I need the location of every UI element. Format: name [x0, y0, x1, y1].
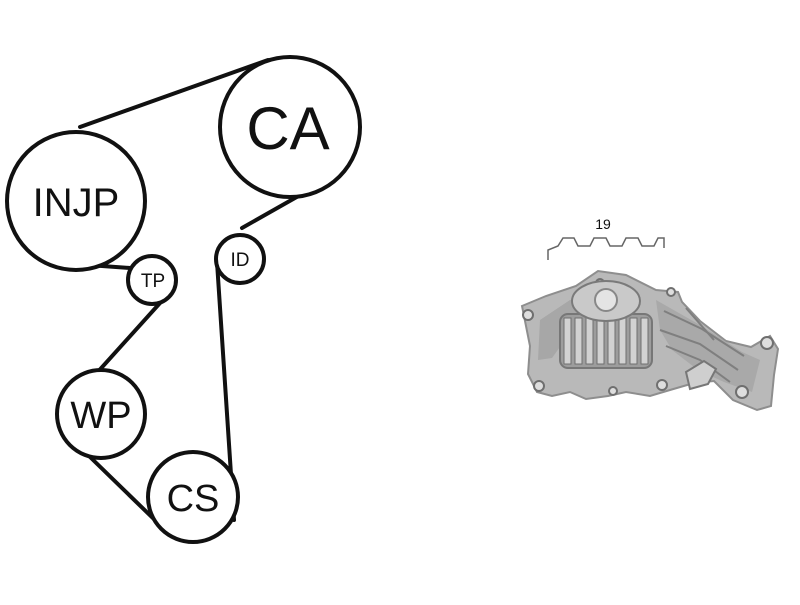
- bolt-hole: [522, 309, 534, 321]
- bolt-hole: [760, 336, 774, 350]
- pump-outlet: [684, 359, 718, 391]
- water-pump-image: [520, 269, 780, 412]
- belt-segment-tp-wp: [93, 301, 162, 377]
- belt-teeth-icon: [547, 237, 665, 260]
- pulley-label-cs: CS: [167, 478, 220, 520]
- tooth-profile-symbol: 19: [547, 216, 665, 260]
- belt-segment-injp-ca: [78, 58, 270, 129]
- bolt-hole: [533, 380, 545, 392]
- bolt-hole: [656, 379, 668, 391]
- belt-segment-wp-cs: [86, 453, 162, 527]
- pulley-label-id: ID: [231, 250, 250, 271]
- pulley-label-tp: TP: [141, 271, 165, 292]
- pump-ribs: [659, 307, 745, 383]
- bolt-hole: [666, 287, 676, 297]
- pulley-wp: WP: [55, 368, 147, 460]
- bolt-hole: [608, 386, 618, 396]
- tooth-count-label: 19: [595, 216, 611, 232]
- pulley-tp: TP: [126, 254, 178, 306]
- pulley-label-ca: CA: [246, 95, 329, 162]
- pulley-label-injp: INJP: [33, 181, 120, 225]
- pulley-injp: INJP: [5, 130, 147, 272]
- bolt-hole: [735, 385, 749, 399]
- pump-sprocket: [559, 280, 653, 369]
- pump-shade-right: [656, 300, 760, 392]
- pulley-ca: CA: [218, 55, 362, 199]
- pulley-cs: CS: [146, 450, 240, 544]
- pulley-label-wp: WP: [70, 395, 131, 437]
- pulley-id: ID: [214, 233, 266, 285]
- belt-segment-ca-id: [240, 192, 304, 230]
